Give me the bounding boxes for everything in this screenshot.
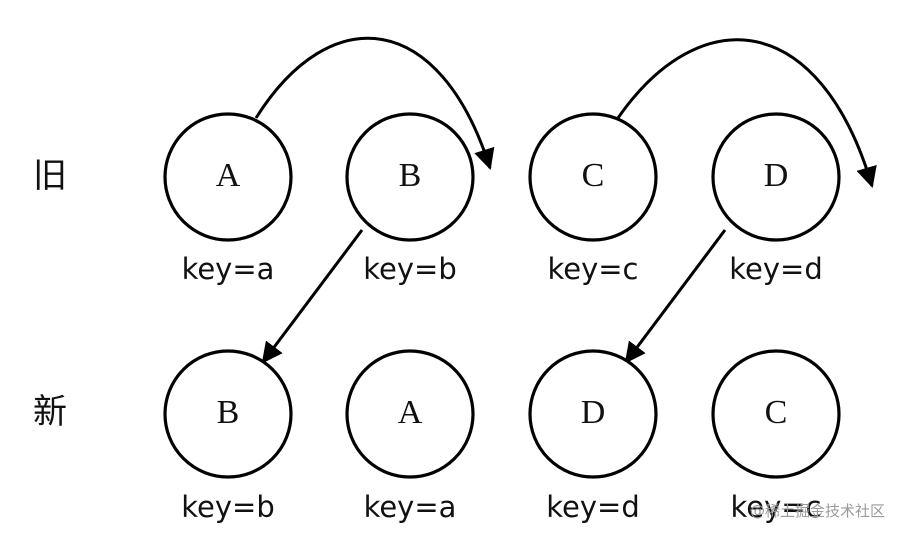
node-circle [711,349,841,479]
node-key-label: key=c [547,252,638,286]
node-letter: C [765,394,788,431]
node-key-label: key=b [181,490,274,524]
old-row-label: 旧 [33,156,67,196]
node-letter: D [764,157,789,194]
new-node-3: D key=d [528,349,658,524]
node-circle [345,349,475,479]
new-row-label: 新 [33,392,67,432]
move-arrow-c-after-d [616,38,877,189]
node-key-label: key=d [729,252,822,286]
move-arrow-a-after-b [254,36,495,171]
node-key-label: key=b [363,252,456,286]
reuse-arrow-d [624,229,727,364]
old-node-4: D key=d [711,112,841,286]
new-node-2: A key=a [345,349,475,524]
node-letter: D [581,394,606,431]
node-letter: B [217,394,240,431]
reuse-arrow-b [261,229,364,364]
node-key-label: key=d [546,490,639,524]
node-letter: A [216,157,241,194]
old-node-2: B key=b [345,112,475,286]
node-circle [528,349,658,479]
node-letter: A [398,394,423,431]
node-circle [528,112,658,242]
node-letter: C [582,157,605,194]
new-node-1: B key=b [163,349,293,524]
new-node-4: C key=c [711,349,841,524]
node-circle [163,349,293,479]
old-node-3: C key=c [528,112,658,286]
node-key-label: key=a [364,490,457,524]
node-letter: B [399,157,422,194]
node-circle [163,112,293,242]
node-circle [711,112,841,242]
node-circle [345,112,475,242]
watermark: @稀土掘金技术社区 [750,502,885,520]
node-key-label: key=c [730,490,821,524]
old-node-1: A key=a [163,112,293,286]
node-key-label: key=a [182,252,275,286]
